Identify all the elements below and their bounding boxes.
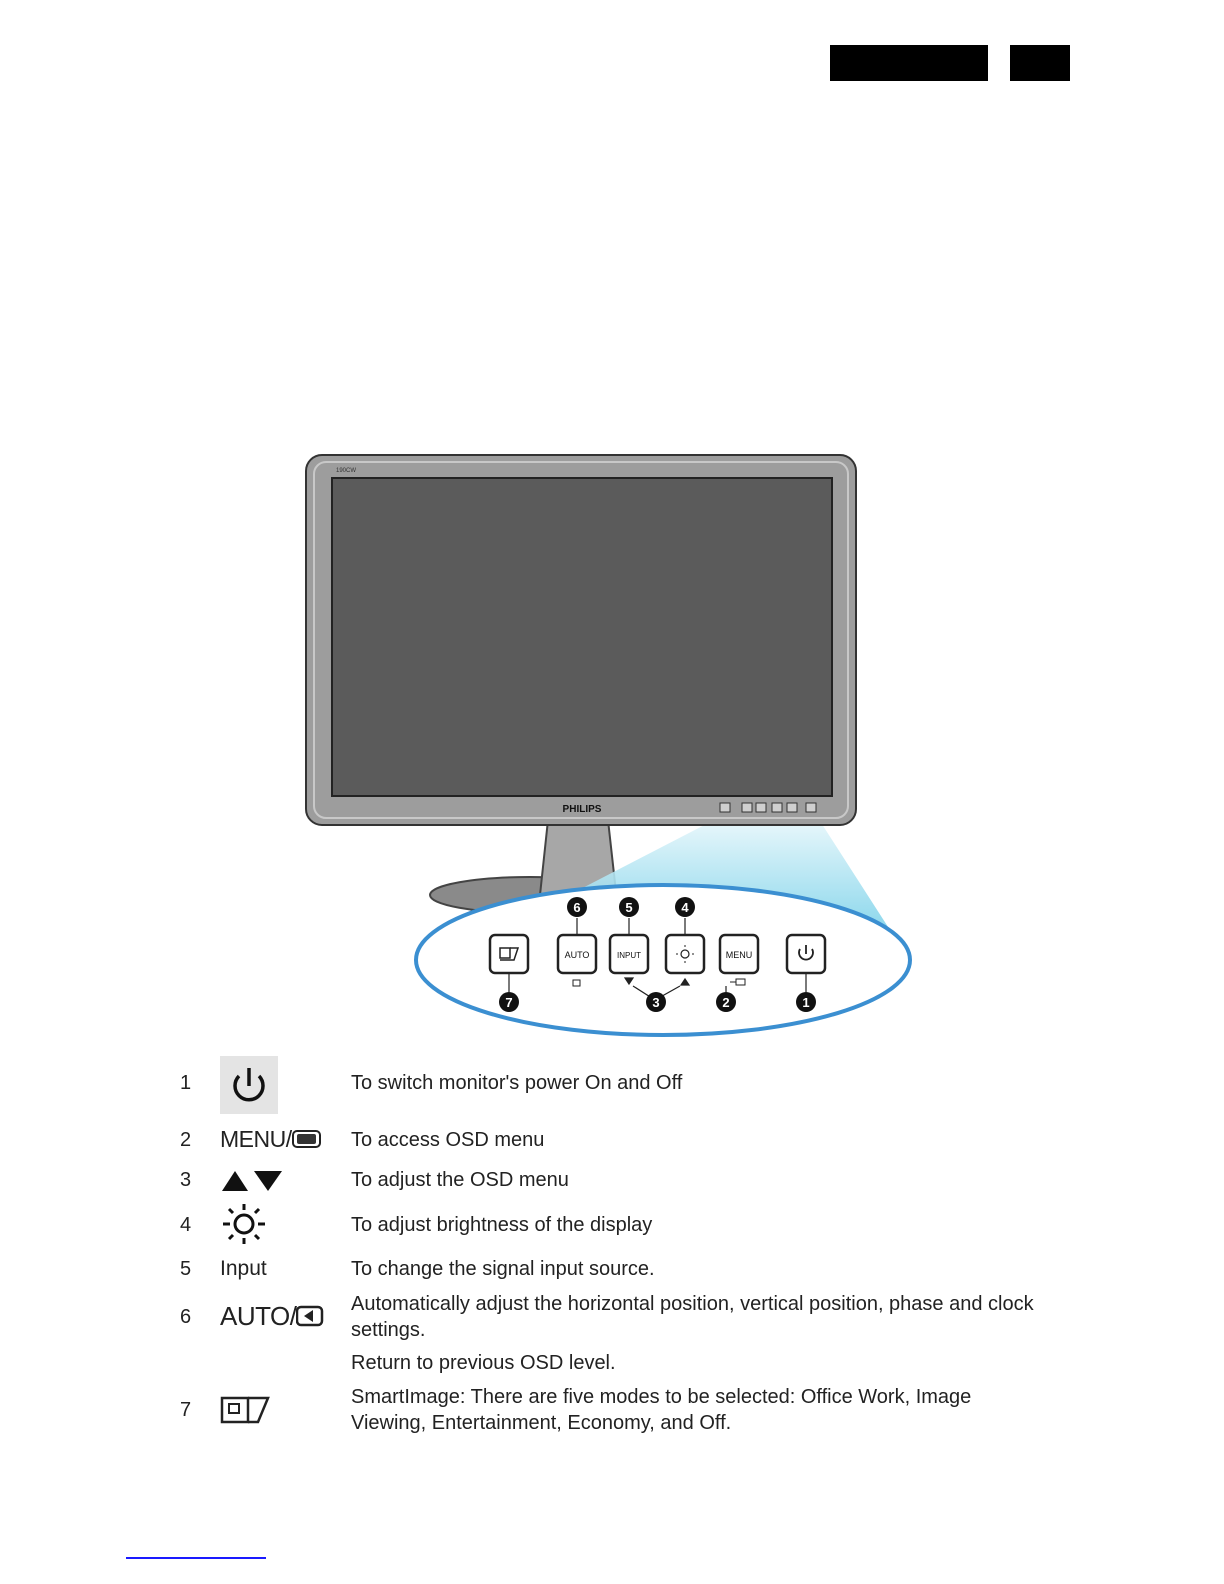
- marker-2: 2: [716, 992, 736, 1012]
- header-tab-right: [1010, 45, 1070, 81]
- svg-text:5: 5: [625, 900, 632, 915]
- marker-1: 1: [796, 992, 816, 1012]
- header-tab-left: [830, 45, 988, 81]
- marker-5: 5: [619, 897, 639, 917]
- callout-brightness-button: [664, 933, 706, 975]
- smartimage-icon: [220, 1395, 272, 1434]
- svg-text:MENU: MENU: [726, 950, 753, 960]
- svg-text:1: 1: [802, 995, 809, 1010]
- row-description: Automatically adjust the horizontal posi…: [351, 1293, 1034, 1341]
- svg-text:2: 2: [722, 995, 729, 1010]
- menu-ok-icon: MENU/: [220, 1126, 322, 1152]
- svg-text:4: 4: [681, 900, 689, 915]
- model-label: 190CW: [336, 468, 356, 474]
- row-description: To change the signal input source.: [351, 1258, 655, 1280]
- callout-smartimage-button: [488, 933, 530, 975]
- brightness-icon: [220, 1201, 270, 1254]
- svg-text:AUTO: AUTO: [565, 950, 590, 960]
- row-number: 1: [180, 1072, 192, 1094]
- up-down-arrows-icon: [220, 1169, 286, 1200]
- brand-logo: PHILIPS: [563, 804, 602, 815]
- callout-menu-button: MENU: [718, 933, 760, 986]
- power-icon: [220, 1056, 278, 1114]
- row-number: 5: [180, 1258, 192, 1280]
- svg-text:7: 7: [505, 995, 512, 1010]
- input-label: Input: [220, 1257, 267, 1280]
- row-number: 4: [180, 1214, 192, 1236]
- row-number: 2: [180, 1129, 192, 1151]
- callout-power-button: [785, 933, 827, 975]
- svg-text:INPUT: INPUT: [617, 951, 641, 960]
- row-number: 6: [180, 1306, 192, 1328]
- monitor-diagram: 190CW PHILIPS AUTO INPUT MENU: [305, 454, 912, 1037]
- row-description: To adjust the OSD menu: [351, 1169, 569, 1191]
- callout-input-button: INPUT: [608, 933, 650, 975]
- row-description: To access OSD menu: [351, 1129, 545, 1151]
- row-number: 7: [180, 1399, 192, 1421]
- marker-4: 4: [675, 897, 695, 917]
- row-description: To adjust brightness of the display: [351, 1214, 653, 1236]
- row-description: To switch monitor's power On and Off: [351, 1072, 683, 1094]
- footer-link-underline[interactable]: [126, 1557, 266, 1559]
- svg-text:6: 6: [573, 900, 580, 915]
- marker-3: 3: [646, 992, 666, 1012]
- svg-text:3: 3: [652, 995, 659, 1010]
- marker-7: 7: [499, 992, 519, 1012]
- marker-6: 6: [567, 897, 587, 917]
- bezel-buttons: [719, 802, 817, 813]
- row-number: 3: [180, 1169, 192, 1191]
- callout-ellipse: [414, 883, 912, 1037]
- auto-back-icon: AUTO/: [220, 1303, 324, 1329]
- row-description-secondary: Return to previous OSD level.: [351, 1352, 616, 1374]
- row-description: SmartImage: There are five modes to be s…: [351, 1386, 972, 1434]
- monitor-screen: [331, 477, 833, 797]
